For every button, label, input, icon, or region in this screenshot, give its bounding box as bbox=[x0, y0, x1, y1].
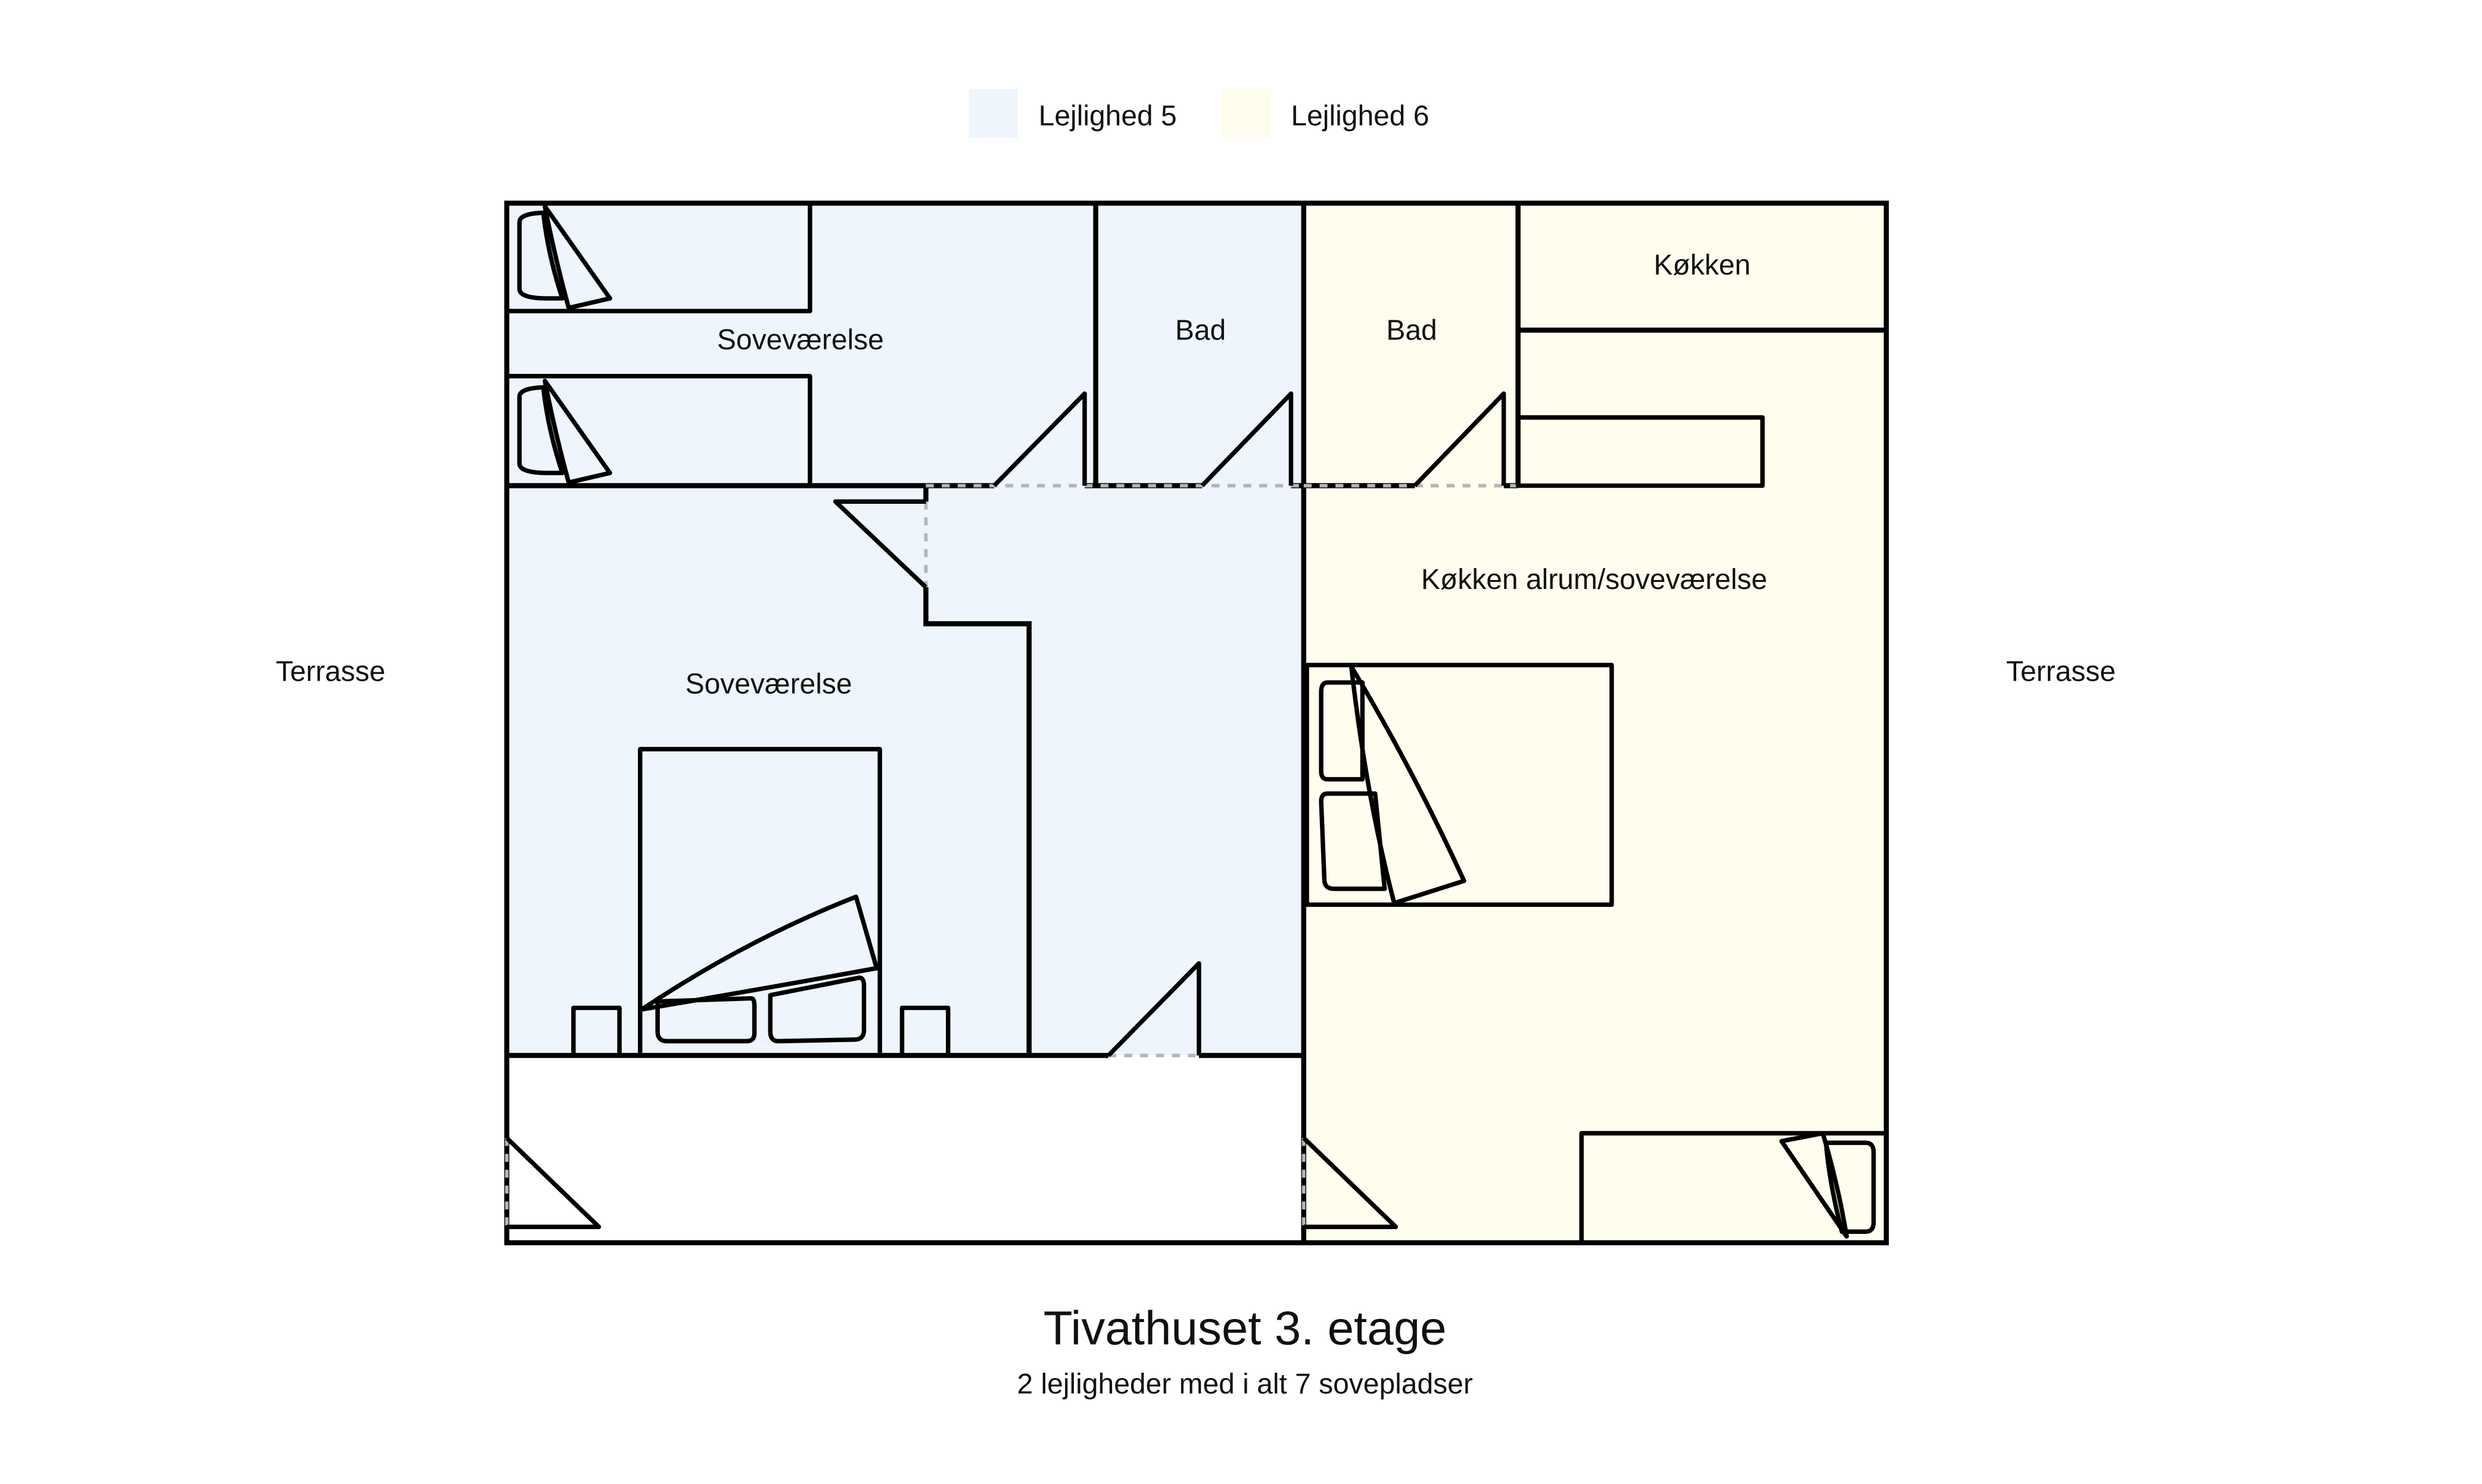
outer-wall bbox=[504, 200, 1889, 1246]
plan-subtitle: 2 lejligheder med i alt 7 sovepladser bbox=[1017, 1368, 1473, 1400]
legend-label-lejlighed-5: Lejlighed 5 bbox=[1039, 101, 1177, 132]
plan-title: Tivathuset 3. etage bbox=[1044, 1301, 1447, 1354]
door-main-bedroom bbox=[833, 499, 928, 589]
door-hallway bbox=[1107, 961, 1201, 1058]
legend-swatch-lejlighed-6 bbox=[1221, 89, 1270, 138]
legend-swatch-lejlighed-5 bbox=[968, 89, 1019, 138]
apartment-6-area bbox=[1303, 203, 1886, 1243]
double-bed-main bbox=[571, 747, 951, 1058]
single-bed-3 bbox=[1579, 1131, 1889, 1245]
door-bath-6 bbox=[1413, 391, 1506, 488]
single-bed-1 bbox=[505, 201, 812, 314]
label-terrace-left: Terrasse bbox=[276, 656, 385, 687]
door-bath-5 bbox=[1200, 391, 1294, 488]
legend-label-lejlighed-6: Lejlighed 6 bbox=[1291, 101, 1429, 132]
kitchen-counter bbox=[1515, 415, 1765, 488]
door-bedroom-top bbox=[992, 391, 1087, 488]
door-openings bbox=[505, 484, 1518, 1227]
label-bath-6: Bad bbox=[1386, 314, 1437, 346]
label-terrace-right: Terrasse bbox=[2006, 656, 2116, 687]
door-entrance-5 bbox=[505, 1136, 602, 1229]
door-swings bbox=[505, 391, 1506, 1229]
label-bedroom-top: Soveværelse bbox=[717, 324, 884, 356]
label-kitchen-living: Køkken alrum/soveværelse bbox=[1421, 564, 1767, 596]
single-bed-2 bbox=[505, 373, 812, 488]
label-bedroom-main: Soveværelse bbox=[686, 669, 852, 700]
label-bath-5: Bad bbox=[1175, 314, 1226, 346]
hallway bbox=[506, 1055, 1304, 1243]
double-bed-living bbox=[1304, 663, 1614, 907]
label-kitchen: Køkken bbox=[1653, 250, 1751, 281]
legend: Lejlighed 5 Lejlighed 6 bbox=[968, 89, 1430, 138]
door-entrance-6 bbox=[1302, 1136, 1399, 1229]
